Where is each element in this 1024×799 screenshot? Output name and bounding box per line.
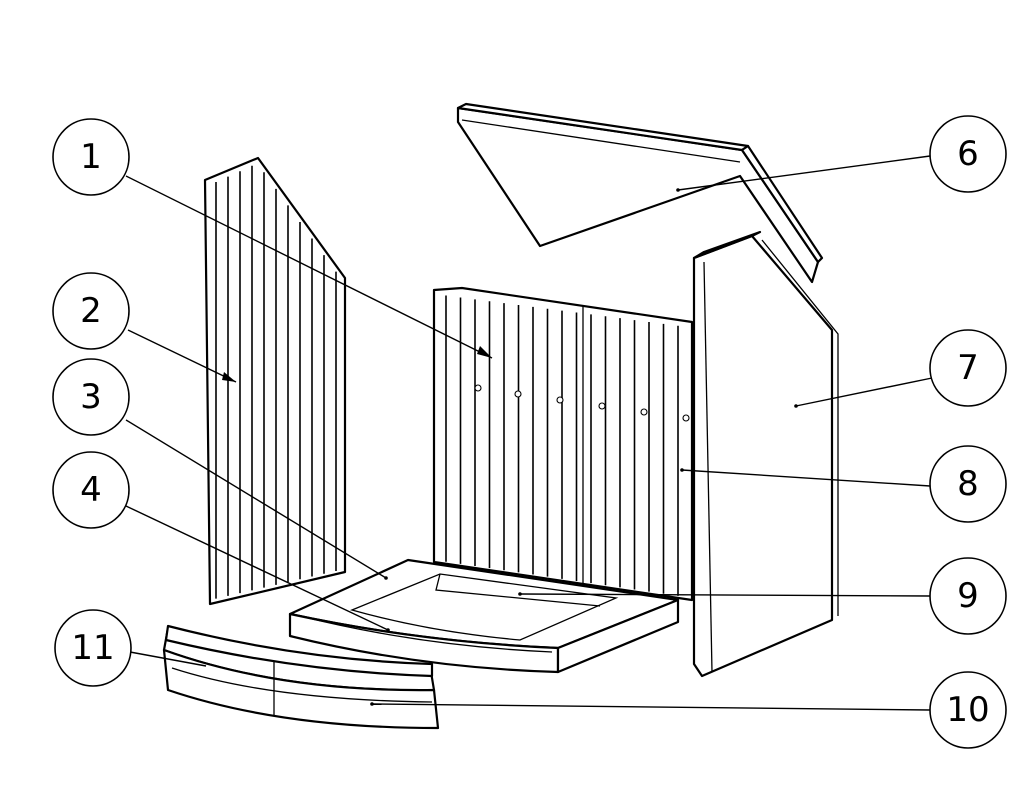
leader-10 [371,703,931,711]
leader-lines [125,155,933,711]
back-wall-peg [640,408,648,416]
callout-7-label: 7 [957,348,979,388]
part-8-back-ribbed-wall [432,286,694,602]
leader-4 [125,505,389,631]
leader-2 [127,329,237,383]
part-10-front-curved-lip-upper [164,624,434,678]
leader-1 [125,175,493,359]
callout-10: 10 [929,671,1007,749]
callout-2: 2 [52,272,130,350]
callout-10-label: 10 [946,690,989,730]
back-wall-peg [682,414,690,422]
leader-8 [681,469,931,487]
arrowhead-1 [477,346,492,358]
leader-6 [677,155,931,191]
callout-11: 11 [54,609,132,687]
callout-4-label: 4 [80,470,102,510]
part-7-right-side-panel [692,230,839,678]
arrowhead-2 [222,372,236,382]
callout-6-label: 6 [957,134,979,174]
callout-8-label: 8 [957,464,979,504]
leader-11 [129,651,207,667]
callout-1-label: 1 [80,137,102,177]
back-wall-peg [556,396,564,404]
leader-7 [795,377,933,407]
callout-8: 8 [929,445,1007,523]
callout-3: 3 [52,358,130,436]
part-2-left-ribbed-panel [203,156,347,606]
callout-1: 1 [52,118,130,196]
leader-9 [519,593,931,597]
callout-3-label: 3 [80,377,102,417]
back-wall-peg [514,390,522,398]
back-wall-peg [598,402,606,410]
part-base-tray [288,558,680,674]
callout-7: 7 [929,329,1007,407]
callout-4: 4 [52,451,130,529]
callout-11-label: 11 [71,628,114,668]
back-wall-peg [474,384,482,392]
part-6-top-slab [456,102,824,284]
callout-9-label: 9 [957,576,979,616]
callout-9: 9 [929,557,1007,635]
callout-2-label: 2 [80,291,102,331]
leader-3 [125,419,387,579]
callout-6: 6 [929,115,1007,193]
